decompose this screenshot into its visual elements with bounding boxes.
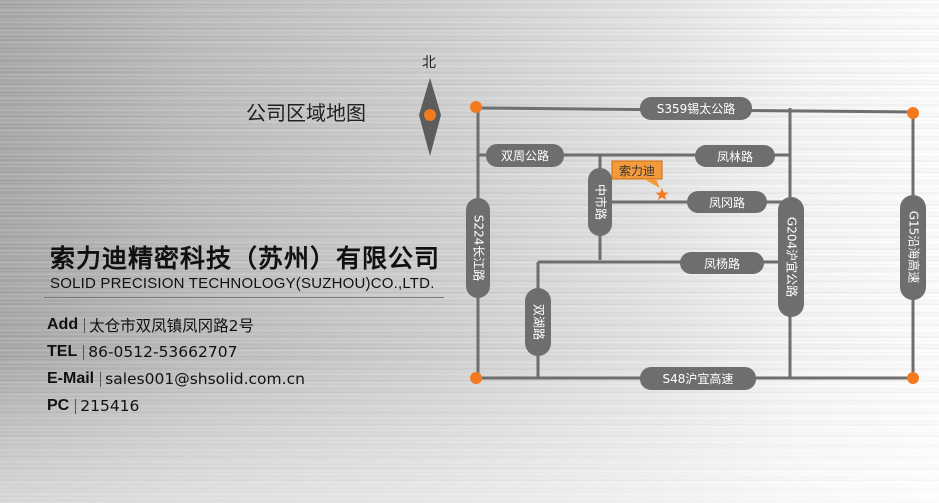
svg-text:S359锡太公路: S359锡太公路 — [657, 101, 736, 116]
svg-text:S224长江路: S224长江路 — [472, 215, 487, 282]
compass-icon: 北 — [419, 55, 441, 156]
svg-text:G15沿海高速: G15沿海高速 — [907, 211, 922, 284]
road-label-g204: G204沪宜公路 — [778, 197, 804, 317]
svg-text:索力迪: 索力迪 — [619, 164, 655, 178]
road-node — [470, 101, 482, 113]
email-value[interactable]: sales001@shsolid.com.cn — [105, 370, 305, 388]
road-label-g15: G15沿海高速 — [900, 195, 926, 300]
separator — [83, 344, 85, 360]
postcode-value: 215416 — [80, 397, 140, 415]
postcode-row: PC 215416 — [47, 397, 139, 415]
svg-text:中市路: 中市路 — [594, 184, 609, 220]
company-marker: 索力迪 — [611, 160, 669, 200]
address-label: Add — [47, 316, 79, 333]
star-icon — [655, 188, 669, 200]
road-label-s224: S224长江路 — [466, 198, 490, 298]
postcode-label: PC — [47, 397, 70, 414]
svg-text:凤杨路: 凤杨路 — [704, 256, 740, 271]
separator — [75, 398, 77, 414]
tel-row: TEL 86-0512-53662707 — [47, 343, 237, 361]
company-name-cn: 索力迪精密科技（苏州）有限公司 — [50, 244, 441, 273]
svg-text:G204沪宜公路: G204沪宜公路 — [785, 217, 800, 297]
separator — [100, 371, 102, 387]
road-label-zhongshi: 中市路 — [588, 168, 612, 236]
tel-value: 86-0512-53662707 — [88, 343, 238, 361]
email-label: E-Mail — [47, 370, 95, 387]
separator — [84, 317, 86, 333]
road-label-fenglin: 凤林路 — [695, 145, 775, 167]
email-row: E-Mail sales001@shsolid.com.cn — [47, 370, 305, 388]
svg-text:双周公路: 双周公路 — [501, 148, 549, 163]
north-label: 北 — [422, 55, 436, 71]
road-label-shuanghu: 双湖路 — [525, 288, 551, 356]
road-node — [907, 107, 919, 119]
svg-text:双湖路: 双湖路 — [532, 304, 547, 340]
address-row: Add 太仓市双凤镇凤冈路2号 — [47, 314, 254, 336]
road-label-s48: S48沪宜高速 — [640, 367, 756, 390]
road-node — [470, 372, 482, 384]
divider — [44, 297, 444, 298]
road-label-fenggang: 凤冈路 — [687, 191, 767, 213]
map-title: 公司区域地图 — [246, 101, 366, 125]
road-label-shuangzhou: 双周公路 — [486, 144, 564, 167]
road-label-s359: S359锡太公路 — [640, 97, 752, 120]
address-value: 太仓市双凤镇凤冈路2号 — [89, 317, 254, 335]
tel-label: TEL — [47, 343, 78, 360]
company-name-en: SOLID PRECISION TECHNOLOGY(SUZHOU)CO.,LT… — [50, 275, 435, 292]
road-node — [907, 372, 919, 384]
svg-text:凤林路: 凤林路 — [717, 149, 753, 164]
road-label-fengyang: 凤杨路 — [680, 252, 764, 274]
svg-text:S48沪宜高速: S48沪宜高速 — [663, 371, 734, 386]
svg-text:凤冈路: 凤冈路 — [709, 195, 745, 210]
road-nodes — [470, 101, 919, 384]
